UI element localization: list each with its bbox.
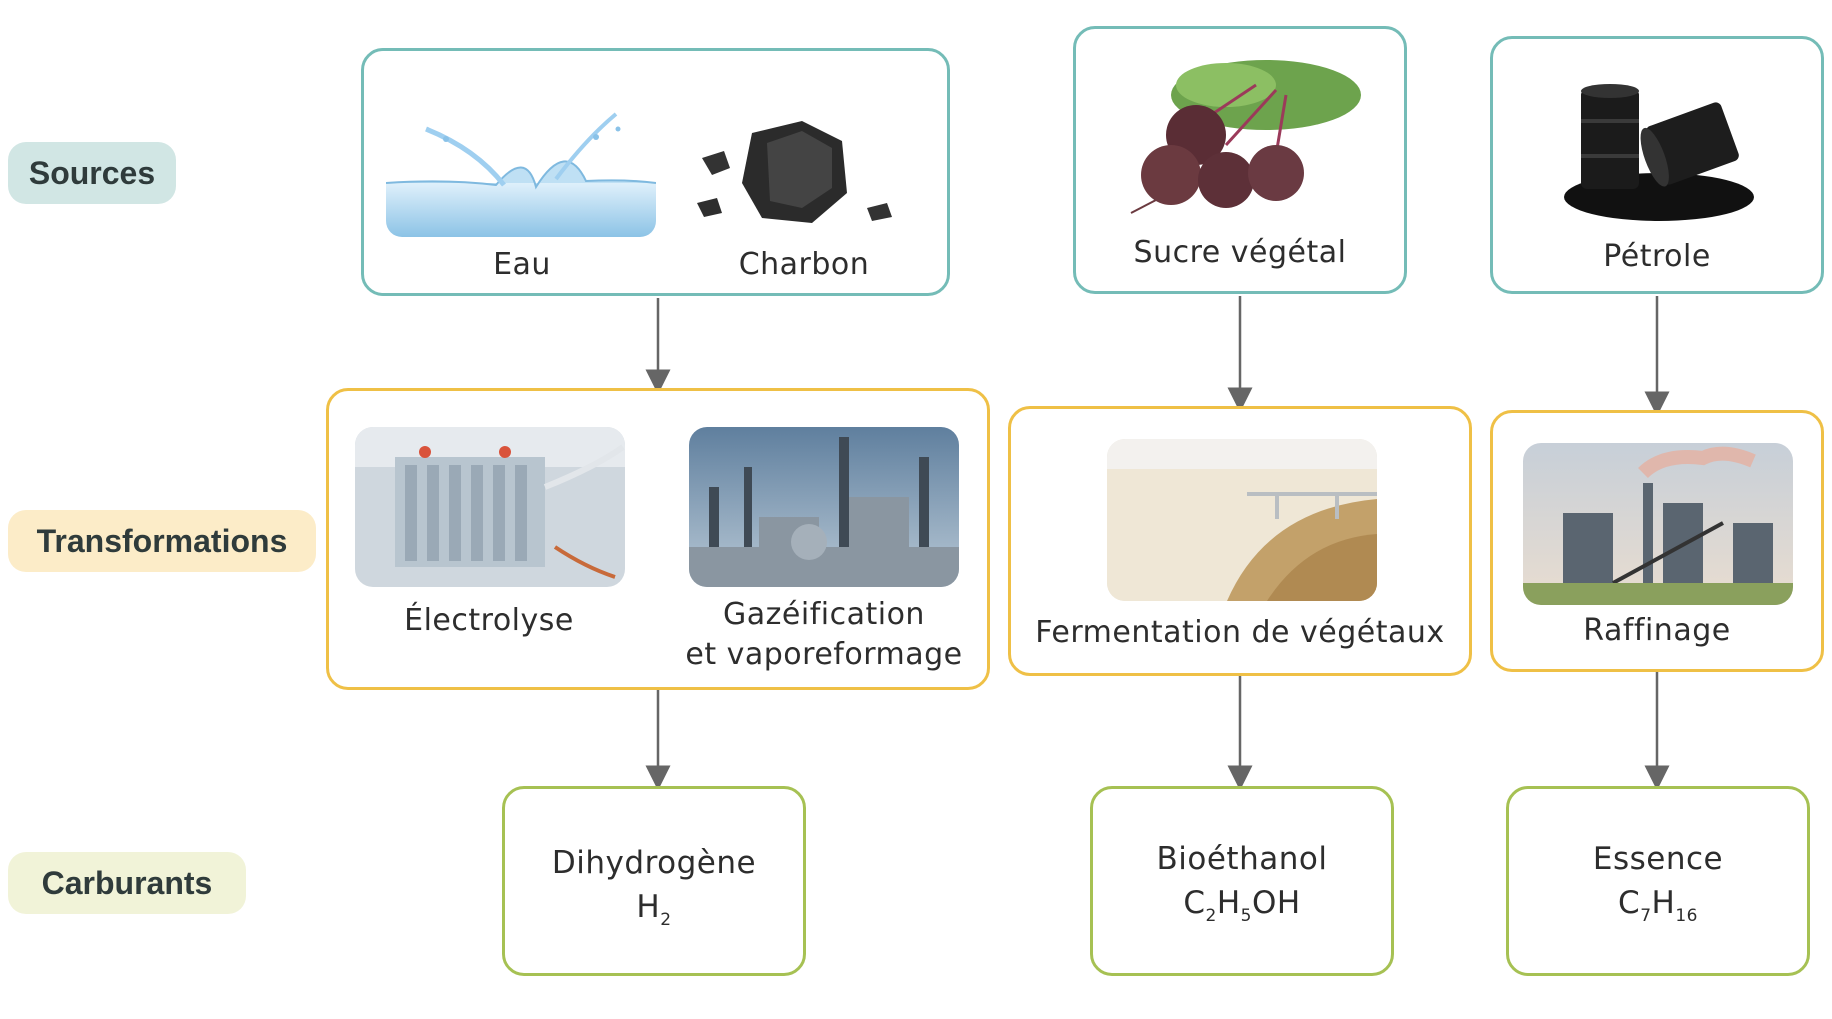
water-splash-image (386, 109, 656, 237)
fuel-name-essence: Essence (1592, 841, 1724, 877)
refinery-image (689, 427, 959, 587)
fuel-name-dihydrogene: Dihydrogène (551, 845, 757, 881)
formula-subscript: 2 (660, 910, 672, 930)
transform-box-raffinage: Raffinage (1490, 410, 1824, 672)
source-label-eau: Eau (493, 247, 551, 282)
formula-subscript: 2 (1205, 906, 1217, 926)
source-box-petrole: Pétrole (1490, 36, 1824, 294)
transform-box-electrolyse-gazeification: Électrolyse Gazéification et vaporeforma… (326, 388, 990, 690)
electrolysis-image (355, 427, 625, 587)
formula-element: OH (1251, 885, 1301, 921)
fuel-formula-h2: H2 (505, 889, 803, 930)
row-label-sources: Sources (8, 142, 176, 204)
formula-subscript: 7 (1640, 906, 1652, 926)
formula-element: C (1183, 885, 1206, 921)
fuel-formula-essence: C7H16 (1509, 885, 1807, 926)
formula-subscript: 16 (1675, 906, 1698, 926)
formula-subscript: 5 (1240, 906, 1252, 926)
formula-element: H (636, 889, 661, 925)
fuel-name-bioethanol: Bioéthanol (1156, 841, 1328, 877)
fuel-box-essence: Essence C7H16 (1506, 786, 1810, 976)
transform-label-gazeification-line2: et vaporeformage (685, 637, 963, 672)
raffinage-image (1523, 443, 1793, 605)
transform-box-fermentation: Fermentation de végétaux (1008, 406, 1472, 676)
row-label-transformations-text: Transformations (36, 522, 288, 559)
row-label-carburants: Carburants (8, 852, 246, 914)
source-label-sucre: Sucre végétal (1133, 235, 1347, 270)
source-label-charbon: Charbon (738, 247, 870, 282)
row-label-carburants-text: Carburants (41, 864, 213, 901)
transform-label-gazeification-line1: Gazéification (723, 597, 925, 632)
source-box-eau-charbon: Eau Charbon (361, 48, 950, 296)
fuel-formula-ethanol: C2H5OH (1093, 885, 1391, 926)
fermentation-image (1107, 439, 1377, 601)
row-label-transformations: Transformations (8, 510, 316, 572)
row-label-sources-text: Sources (28, 154, 156, 191)
source-label-petrole: Pétrole (1603, 239, 1711, 274)
formula-element: C (1618, 885, 1641, 921)
transform-label-electrolyse: Électrolyse (404, 603, 574, 638)
oil-barrels-image (1559, 79, 1759, 229)
fuel-box-dihydrogene: Dihydrogène H2 (502, 786, 806, 976)
formula-element: H (1216, 885, 1241, 921)
source-box-sucre: Sucre végétal (1073, 26, 1407, 294)
fuel-box-bioethanol: Bioéthanol C2H5OH (1090, 786, 1394, 976)
coal-image (682, 113, 912, 237)
transform-label-fermentation: Fermentation de végétaux (1035, 615, 1445, 650)
beetroot-image (1116, 55, 1366, 215)
transform-label-raffinage: Raffinage (1583, 613, 1731, 648)
formula-element: H (1651, 885, 1676, 921)
